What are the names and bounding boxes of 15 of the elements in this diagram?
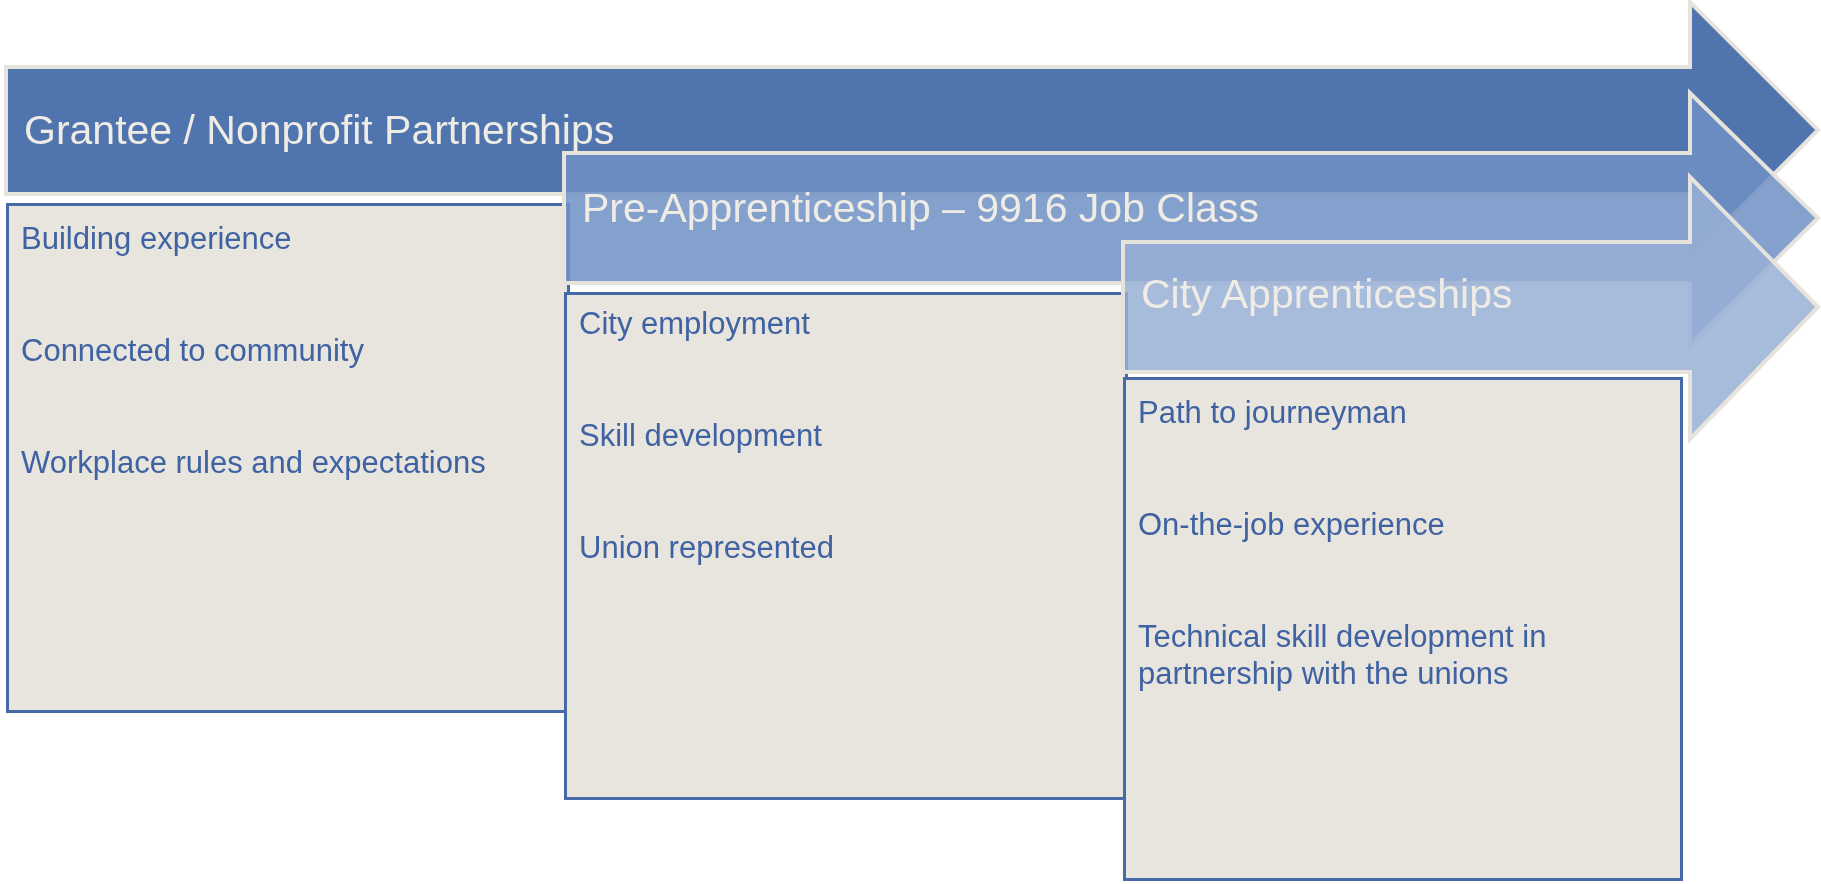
benefit-text: Skill development <box>579 417 823 454</box>
stage-panel <box>564 292 1128 800</box>
benefit-text: Path to journeyman <box>1138 394 1408 431</box>
stage-heading: Grantee / Nonprofit Partnerships <box>24 106 615 154</box>
benefit-text: Technical skill development in partnership with the unions <box>1138 618 1548 692</box>
benefit-text: Workplace rules and expectations <box>21 444 487 481</box>
benefit-text: Building experience <box>21 220 293 257</box>
stage-panel <box>6 203 570 713</box>
benefit-text: Connected to community <box>21 332 365 369</box>
benefit-text: Union represented <box>579 529 836 566</box>
benefit-text: On-the-job experience <box>1138 506 1446 543</box>
benefit-text: City employment <box>579 305 811 342</box>
stage-heading: Pre-Apprenticeship – 9916 Job Class <box>582 184 1259 232</box>
stage-heading: City Apprenticeships <box>1141 270 1513 318</box>
stage-panel <box>1123 377 1683 881</box>
